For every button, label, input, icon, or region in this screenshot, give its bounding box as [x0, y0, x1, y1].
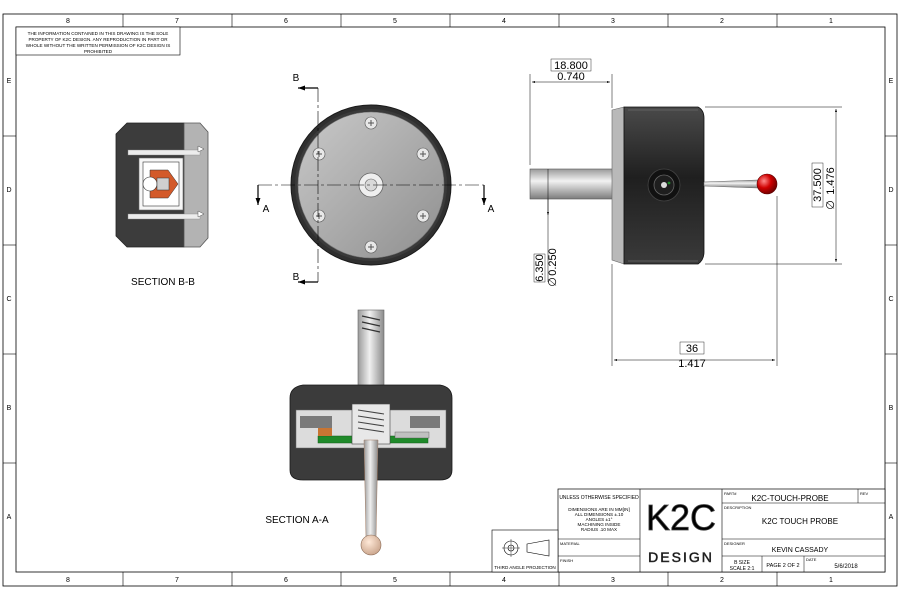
- sheet-scale: SCALE 2:1: [730, 566, 755, 572]
- title-block: UNLESS OTHERWISE SPECIFIED DIMENSIONS AR…: [557, 488, 886, 573]
- zone-col-2: 2: [720, 18, 724, 25]
- notice-line-2: PROPERTY OF K2C DESIGN. ANY REPRODUCTION…: [28, 37, 168, 42]
- description-value: K2C TOUCH PROBE: [762, 517, 838, 526]
- zone-row-e: E: [7, 78, 12, 85]
- section-aa-view: SECTION A-A: [265, 309, 453, 556]
- zone-labels-left: E D C B A: [6, 78, 11, 521]
- zone-col-5-bottom: 5: [393, 577, 397, 584]
- zone-col-6-bottom: 6: [284, 577, 288, 584]
- dim-body-length-in: 0.740: [557, 71, 585, 83]
- zone-col-8: 8: [66, 18, 70, 25]
- zone-row-a-right: A: [889, 514, 894, 521]
- proprietary-notice: THE INFORMATION CONTAINED IN THIS DRAWIN…: [15, 26, 181, 56]
- side-view: 18.800 0.740 37.500 ∅ 1.476 6.350 ∅: [529, 58, 842, 370]
- zone-row-b: B: [7, 405, 12, 412]
- dim-diameter-in: 1.476: [825, 167, 837, 195]
- part-number: K2C-TOUCH-PROBE: [751, 494, 828, 503]
- zone-row-c: C: [6, 296, 11, 303]
- zone-labels-right: E D C B A: [888, 78, 893, 521]
- zone-col-5: 5: [393, 18, 397, 25]
- k2c-logo: K2C: [646, 497, 716, 538]
- front-view: A A B B: [255, 73, 495, 285]
- zone-row-a: A: [7, 514, 12, 521]
- dim-body-length-mm: 18.800: [554, 60, 588, 72]
- description-label: DESCRIPTION: [724, 505, 751, 510]
- finish-label: FINISH: [560, 558, 573, 563]
- dim-overall-mm: 36: [686, 343, 698, 355]
- section-aa-label: SECTION A-A: [265, 515, 329, 526]
- section-bb-view: SECTION B-B: [115, 122, 209, 288]
- dim-diameter: 37.500 ∅ 1.476: [705, 106, 842, 265]
- dim-body-length: 18.800 0.740: [529, 58, 613, 165]
- tolerance-line-3: ALL DIMENSIONS ±.10: [575, 512, 624, 517]
- notice-line-1: THE INFORMATION CONTAINED IN THIS DRAWIN…: [28, 31, 169, 36]
- zone-col-8-bottom: 8: [66, 577, 70, 584]
- k2c-logo-subtitle: DESIGN: [648, 549, 714, 565]
- dim-overall: 36 1.417: [611, 196, 778, 370]
- zone-row-b-right: B: [889, 405, 894, 412]
- zone-row-e-right: E: [889, 78, 894, 85]
- dim-overall-in: 1.417: [678, 358, 706, 370]
- zone-row-c-right: C: [888, 296, 893, 303]
- zone-col-3: 3: [611, 18, 615, 25]
- zone-row-d-right: D: [888, 187, 893, 194]
- zone-col-7-bottom: 7: [175, 577, 179, 584]
- date-value: 5/6/2018: [834, 564, 858, 570]
- section-bb-label: SECTION B-B: [131, 277, 195, 288]
- cut-label-b-bottom: B: [293, 272, 300, 283]
- designer-value: KEVIN CASSADY: [772, 547, 829, 554]
- zone-row-d: D: [6, 187, 11, 194]
- sheet-size: B SIZE: [734, 560, 751, 566]
- tolerance-line-4: ANGLES ±1°: [586, 517, 613, 522]
- dim-shank-in: 0.250: [547, 248, 559, 276]
- material-label: MATERIAL: [560, 541, 580, 546]
- zone-col-1-bottom: 1: [829, 577, 833, 584]
- tolerance-line-6: RADIUS .10 MAX: [581, 527, 617, 532]
- zone-col-7: 7: [175, 18, 179, 25]
- tolerance-line-5: MACHINING INSIDE: [578, 522, 621, 527]
- part-label: PART#: [724, 491, 737, 496]
- dim-shank: 6.350 ∅ 0.250: [533, 169, 559, 287]
- designer-label: DESIGNER: [724, 541, 745, 546]
- tolerance-line-1: UNLESS OTHERWISE SPECIFIED: [559, 495, 639, 501]
- zone-labels-bottom: 8 7 6 5 4 3 2 1: [66, 577, 833, 584]
- tolerance-line-2: DIMENSIONS ARE IN MM[IN]: [568, 507, 630, 512]
- cut-label-a-left: A: [263, 204, 270, 215]
- zone-col-4-bottom: 4: [502, 577, 506, 584]
- date-label: DATE: [806, 557, 817, 562]
- rev-label: REV: [860, 491, 869, 496]
- notice-line-4: PROHIBITED: [84, 49, 113, 54]
- projection-symbol: THIRD ANGLE PROJECTION: [491, 529, 559, 573]
- notice-line-3: WHOLE WITHOUT THE WRITTEN PERMISSION OF …: [26, 43, 171, 48]
- diameter-symbol: ∅: [825, 200, 837, 210]
- page-number: PAGE 2 OF 2: [766, 563, 799, 569]
- zone-col-4: 4: [502, 18, 506, 25]
- dim-diameter-mm: 37.500: [812, 168, 824, 202]
- projection-label: THIRD ANGLE PROJECTION: [494, 565, 556, 570]
- sheet-frame: [2, 13, 898, 587]
- shank-diameter-symbol: ∅: [547, 277, 559, 287]
- zone-col-1: 1: [829, 18, 833, 25]
- zone-col-2-bottom: 2: [720, 577, 724, 584]
- cut-label-a-right: A: [488, 204, 495, 215]
- dim-shank-mm: 6.350: [534, 254, 546, 282]
- cut-label-b-top: B: [293, 73, 300, 84]
- zone-col-3-bottom: 3: [611, 577, 615, 584]
- zone-col-6: 6: [284, 18, 288, 25]
- zone-labels-top: 8 7 6 5 4 3 2 1: [66, 18, 833, 25]
